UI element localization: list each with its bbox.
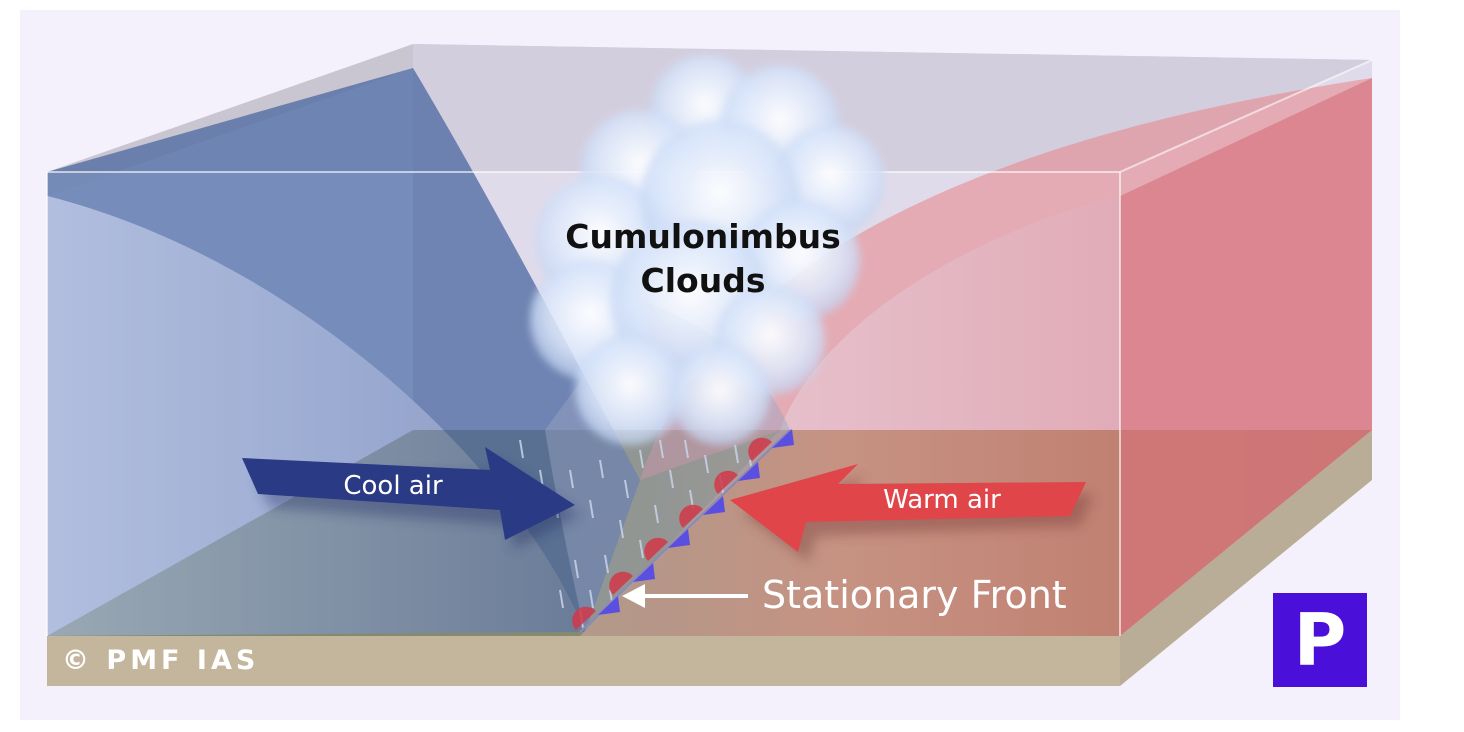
pmf-logo: P [1273, 593, 1367, 687]
cumulonimbus-cloud [530, 55, 885, 445]
stationary-front-label: Stationary Front [762, 573, 1067, 617]
logo-letter: P [1293, 598, 1347, 682]
box-frame [46, 59, 1373, 636]
front-pointer-arrow [622, 584, 748, 608]
front-triangles [598, 429, 794, 615]
cool-air-arrow [242, 447, 580, 550]
front-semicircles [572, 437, 772, 630]
warm-air-label: Warm air [883, 485, 1001, 515]
cloud-label-line1: Cumulonimbus [565, 217, 841, 256]
warm-air-arrow [730, 464, 1094, 562]
base-slab [47, 430, 1372, 686]
cool-air-mass [47, 68, 640, 636]
stationary-front-symbol [572, 429, 794, 633]
cloud-label-line2: Clouds [641, 261, 766, 300]
copyright-credit: © PMF IAS [62, 645, 260, 676]
cool-air-label: Cool air [343, 471, 443, 501]
